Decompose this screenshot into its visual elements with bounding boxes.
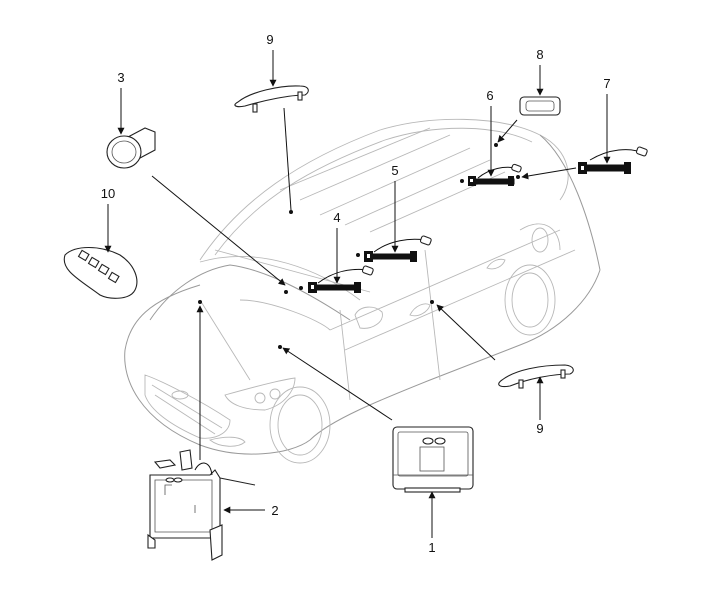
callout-4-label: 4	[333, 210, 340, 225]
callout-7-label: 7	[603, 76, 610, 91]
callout-6-label: 6	[486, 88, 493, 103]
door-handle-front-right	[498, 364, 574, 389]
antenna-bumper	[578, 146, 648, 174]
callout-1-label: 1	[428, 540, 435, 555]
callout-9b-label: 9	[536, 421, 543, 436]
antenna-interior-2	[364, 235, 432, 262]
antenna-interior-1	[308, 265, 374, 293]
vehicle-outline	[124, 118, 601, 464]
smart-key-fob	[63, 246, 138, 299]
tailgate-switch	[519, 96, 561, 116]
callout-2-label: 2	[271, 503, 278, 518]
antenna-tailgate	[468, 163, 522, 186]
door-handle-front-left	[234, 85, 309, 113]
callout-8-label: 8	[536, 47, 543, 62]
callout-9a-label: 9	[266, 32, 273, 47]
callout-10-label: 10	[101, 186, 115, 201]
callout-3-label: 3	[117, 70, 124, 85]
body-control-module	[147, 449, 256, 561]
start-stop-button	[106, 127, 156, 169]
smart-key-control-module	[392, 426, 474, 493]
callout-5-label: 5	[391, 163, 398, 178]
